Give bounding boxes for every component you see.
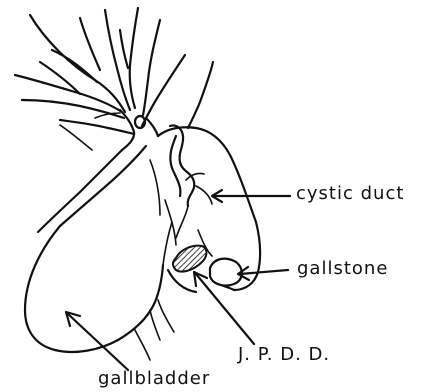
gallbladder-outline	[25, 127, 260, 352]
label-arrows	[66, 190, 290, 370]
jpdd-hatched-region	[168, 246, 207, 292]
jpdd-label: J. P. D. D.	[238, 346, 330, 364]
common-bile-duct	[38, 146, 146, 232]
gallstone-arrow	[240, 270, 288, 274]
cystic-duct-folds	[135, 125, 212, 360]
jpdd-arrow	[196, 274, 254, 344]
hepatic-duct-tree	[15, 8, 213, 150]
gallbladder-arrow	[68, 314, 128, 370]
gallstone-shape	[210, 259, 242, 286]
cystic-duct-label: cystic duct	[296, 185, 404, 203]
gallstone-label: gallstone	[297, 260, 388, 278]
gallbladder-label: gallbladder	[98, 370, 210, 388]
